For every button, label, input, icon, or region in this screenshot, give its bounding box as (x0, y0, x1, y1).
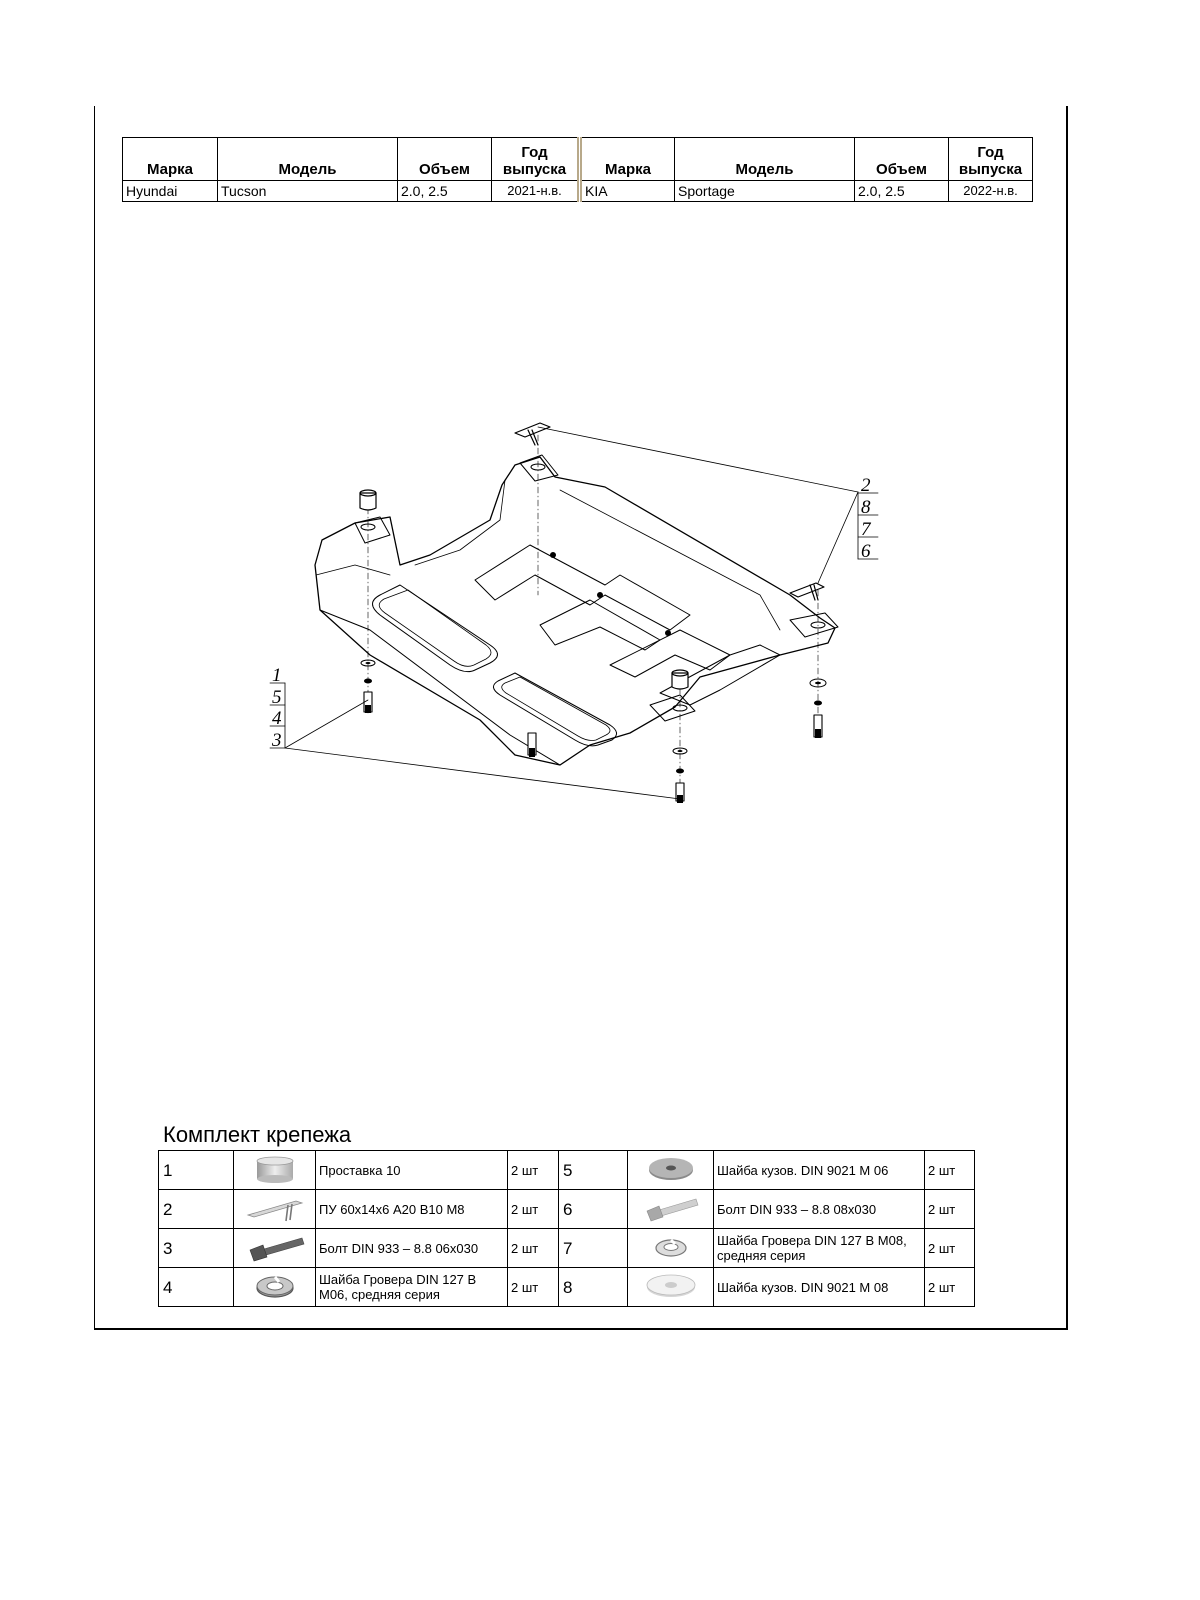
callout-8: 8 (861, 497, 871, 518)
page-frame-bottom (94, 1328, 1068, 1330)
kit-item-num: 5 (558, 1150, 628, 1190)
cell-year-2: 2022-н.в. (948, 180, 1033, 202)
header-brand-2: Марка (577, 137, 675, 181)
kit-item-num: 6 (558, 1189, 628, 1229)
slot-1 (372, 584, 498, 673)
kit-row: 2 ПУ 60х14х6 А20 В10 М8 2 шт 6 Болт DIN … (158, 1189, 975, 1229)
bolt-icon (249, 1237, 304, 1261)
kit-item-qty: 2 шт (507, 1189, 559, 1229)
bolt-icon (646, 1198, 698, 1221)
kit-item-name: Шайба кузов. DIN 9021 М 06 (713, 1150, 925, 1190)
kit-item-name: Проставка 10 (315, 1150, 508, 1190)
header-engine: Объем (397, 137, 492, 181)
page-frame-left (94, 106, 95, 1328)
cell-year: 2021-н.в. (491, 180, 580, 202)
kit-item-name: Шайба кузов. DIN 9021 М 08 (713, 1267, 925, 1307)
kit-item-num: 3 (158, 1228, 234, 1268)
vehicle-table: Марка Модель Объем Год выпуска Марка Мод… (122, 137, 1033, 202)
header-year-2: Год выпуска (948, 137, 1033, 181)
slot-4 (539, 599, 661, 651)
kit-item-name: Шайба Гровера DIN 127 В М06, средняя сер… (315, 1267, 508, 1307)
callout-3: 3 (271, 730, 282, 751)
kit-item-qty: 2 шт (924, 1150, 975, 1190)
header-brand: Марка (122, 137, 218, 181)
kit-table: 1 Проставка 10 2 шт 5 Шайба кузов. DIN 9… (158, 1150, 975, 1307)
cell-model-2: Sportage (674, 180, 855, 202)
cell-brand-2: KIA (577, 180, 675, 202)
kit-item-qty: 2 шт (507, 1228, 559, 1268)
kit-item-num: 7 (558, 1228, 628, 1268)
spacer-left (359, 492, 377, 511)
slot-3 (474, 544, 691, 631)
spacer-icon (256, 1156, 293, 1183)
slot-2 (493, 672, 617, 747)
flange-right-rear (519, 454, 559, 482)
header-engine-2: Объем (854, 137, 949, 181)
spacer-right (671, 672, 689, 690)
cage-nut-top (514, 422, 551, 446)
kit-row: 3 Болт DIN 933 – 8.8 06х030 2 шт 7 Шайба… (158, 1228, 975, 1268)
kit-title: Комплект крепежа (163, 1122, 352, 1147)
kit-item-num: 4 (158, 1267, 234, 1307)
header-year: Год выпуска (491, 137, 580, 181)
kit-item-qty: 2 шт (507, 1150, 559, 1190)
cage-nut-icon (246, 1200, 303, 1221)
header-model-2: Модель (674, 137, 855, 181)
cell-engine: 2.0, 2.5 (397, 180, 492, 202)
callout-1: 1 (272, 665, 282, 686)
kit-item-num: 2 (158, 1189, 234, 1229)
flange-front (649, 694, 696, 722)
slot-6 (659, 644, 781, 706)
flange-right (789, 612, 839, 638)
kit-item-name: Болт DIN 933 – 8.8 06х030 (315, 1228, 508, 1268)
kit-item-num: 1 (158, 1150, 234, 1190)
spring-washer-icon (255, 1275, 294, 1298)
callout-7: 7 (861, 519, 872, 540)
cage-nut-right (789, 582, 825, 598)
vehicle-table-header: Марка Модель Объем Год выпуска Марка Мод… (122, 137, 1033, 181)
vehicle-row: Hyundai Tucson 2.0, 2.5 2021-н.в. KIA Sp… (122, 180, 1033, 202)
kit-item-qty: 2 шт (924, 1228, 975, 1268)
page-frame-right (1066, 106, 1068, 1330)
callout-5: 5 (272, 687, 282, 708)
kit-item-name: Шайба Гровера DIN 127 В М08, средняя сер… (713, 1228, 925, 1268)
callout-2: 2 (861, 475, 871, 496)
callout-6: 6 (861, 541, 871, 562)
slot-5 (609, 629, 731, 678)
header-model: Модель (217, 137, 398, 181)
skid-plate-drawing: 2 8 7 6 1 5 4 3 (269, 422, 879, 803)
kit-item-qty: 2 шт (924, 1267, 975, 1307)
kit-row: 1 Проставка 10 2 шт 5 Шайба кузов. DIN 9… (158, 1150, 975, 1190)
kit-row: 4 Шайба Гровера DIN 127 В М06, средняя с… (158, 1267, 975, 1307)
kit-item-num: 8 (558, 1267, 628, 1307)
spring-washer-icon (654, 1238, 687, 1257)
kit-item-name: Болт DIN 933 – 8.8 08х030 (713, 1189, 925, 1229)
cell-engine-2: 2.0, 2.5 (854, 180, 949, 202)
kit-item-qty: 2 шт (924, 1189, 975, 1229)
cell-brand: Hyundai (122, 180, 218, 202)
kit-item-qty: 2 шт (507, 1267, 559, 1307)
callout-4: 4 (272, 708, 282, 729)
body-washer-icon (648, 1157, 693, 1180)
skid-plate (314, 456, 836, 766)
kit-item-name: ПУ 60х14х6 А20 В10 М8 (315, 1189, 508, 1229)
body-washer-icon (646, 1274, 695, 1297)
flange-left (354, 516, 391, 544)
cell-model: Tucson (217, 180, 398, 202)
